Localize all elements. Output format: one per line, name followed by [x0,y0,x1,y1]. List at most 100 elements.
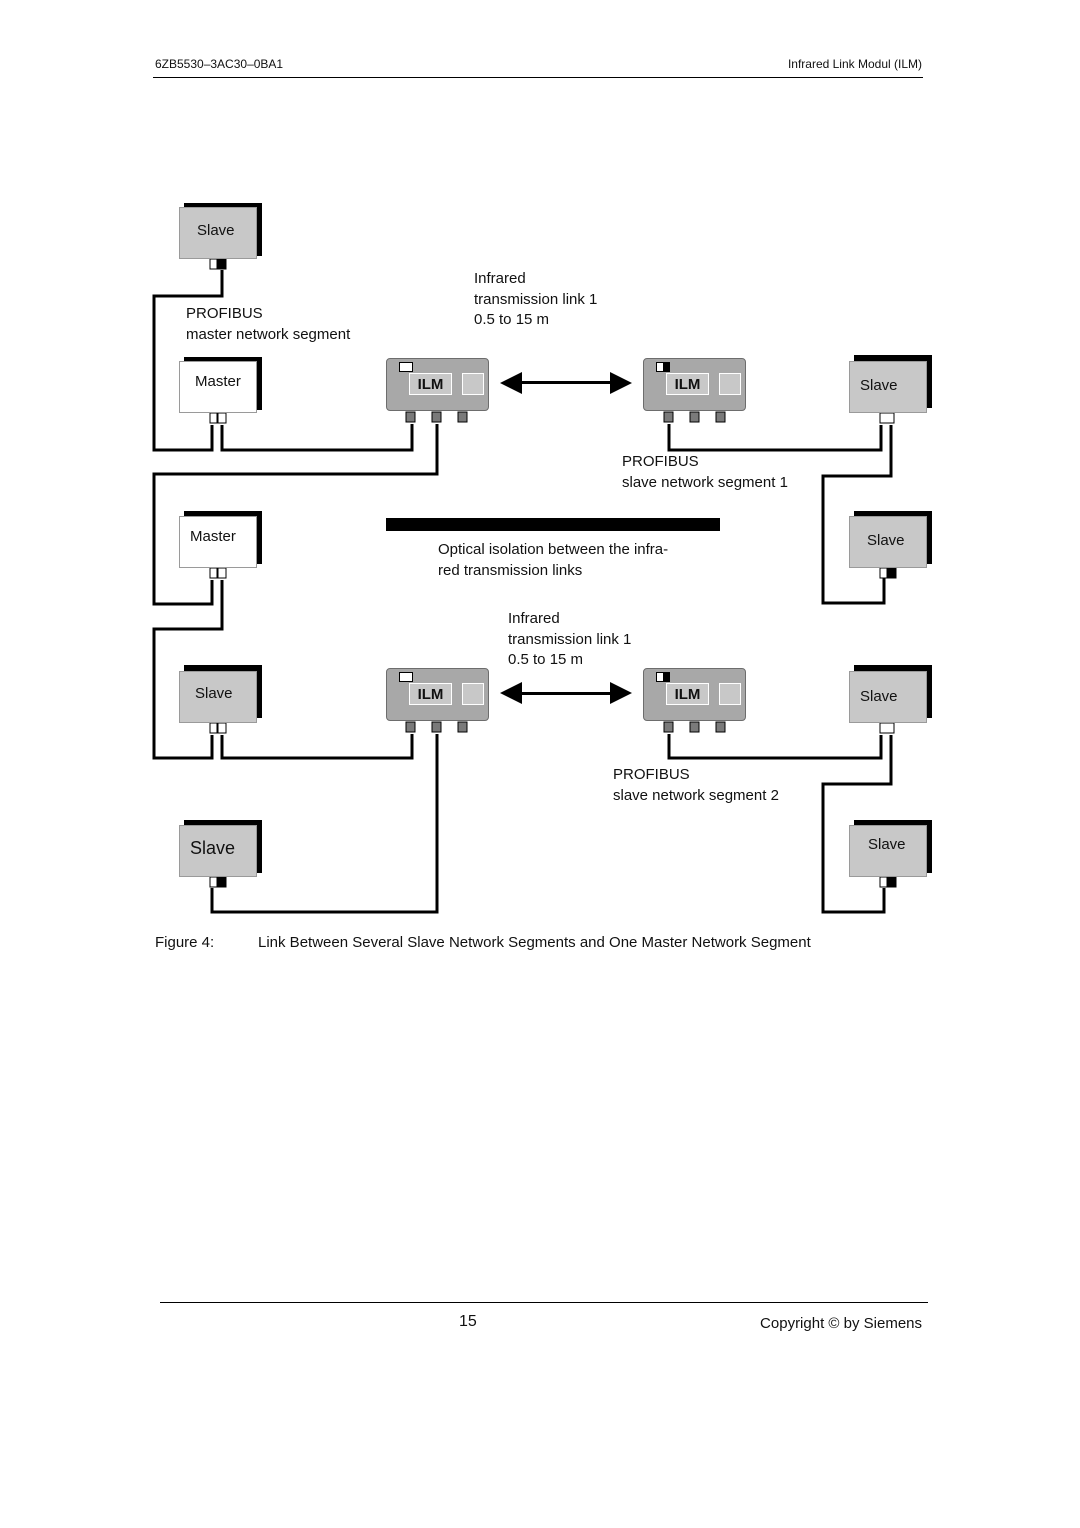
ilm4-port-3 [715,721,726,733]
slave-label: Slave [197,222,235,239]
connector-master2-b [217,567,227,579]
infrared-arrow-bottom [500,682,632,704]
infrared-link-top-line: transmission link 1 [474,290,598,308]
slave-device-3: Slave [179,671,257,723]
document-number: 6ZB5530–3AC30–0BA1 [155,57,284,71]
header-rule [153,77,923,78]
connector-slaveR4-b [887,876,897,888]
ilm2-port-2 [689,411,700,423]
connector-master1-b [217,412,227,424]
ilm3-port-2 [431,721,442,733]
infrared-link-bottom-line: 0.5 to 15 m [508,651,584,668]
connector-master1-a [209,412,218,424]
master-label: Master [195,373,241,390]
slave-device-r1: Slave [849,361,927,413]
figure-number: Figure 4: [155,934,215,951]
connector-slave1-b [217,258,227,270]
wire-ilm3-slave4 [210,734,439,914]
connector-slave4-b [217,876,227,888]
infrared-link-bottom-line: Infrared [508,610,560,627]
optical-isolation-label: Optical isolation between the infra- red… [438,540,668,581]
wire-slaveR3-slaveR4 [821,735,893,914]
connector-slaveR2-a [879,567,888,579]
master-label: Master [190,528,236,545]
slave-segment-2-line: PROFIBUS [613,766,690,783]
infrared-link-top-line: 0.5 to 15 m [474,311,550,328]
page-number: 15 [459,1313,477,1330]
copyright: Copyright © by Siemens [760,1315,922,1332]
connector-slave3-b [217,722,227,734]
infrared-link-bottom-label: Infrared transmission link 1 0.5 to 15 m [508,609,631,671]
slave-label: Slave [860,377,898,394]
footer-rule [160,1302,928,1303]
ilm1-port-3 [457,411,468,423]
ilm-indicator-icon [656,672,670,682]
slave-segment-1-line: slave network segment 1 [622,473,788,491]
document-title: Infrared Link Modul (ILM) [787,57,922,71]
connector-master2-a [209,567,218,579]
ilm-module-3: ILM [386,668,489,721]
slave-label: Slave [190,838,236,858]
connector-slave4-a [209,876,218,888]
connector-slave3-a [209,722,218,734]
ilm-indicator-icon [399,362,413,372]
slave-device-1: Slave [179,207,257,259]
ilm-window-icon [719,683,741,705]
optical-isolation-line: Optical isolation between the infra- [438,541,669,558]
ilm4-port-1 [663,721,674,733]
ilm-label: ILM [674,376,701,393]
wire-master1-ilm [220,424,414,452]
ilm3-port-1 [405,721,416,733]
ilm-badge: ILM [409,373,452,395]
ilm2-port-3 [715,411,726,423]
ilm-window-icon [719,373,741,395]
ilm-module-2: ILM [643,358,746,411]
slave-segment-2-label: PROFIBUS slave network segment 2 [613,765,779,806]
master-device-2: Master [179,516,257,568]
infrared-arrow-top [500,372,632,394]
infrared-link-top-label: Infrared transmission link 1 0.5 to 15 m [474,269,597,331]
wire-slave1-bus [152,270,224,452]
ilm-module-4: ILM [643,668,746,721]
ilm-indicator-icon [399,672,413,682]
optical-isolation-bar [386,518,720,531]
slave-device-r2: Slave [849,516,927,568]
ilm-badge: ILM [409,683,452,705]
wire-slaveR1-slaveR2 [821,425,893,605]
ilm1-port-1 [405,411,416,423]
slave-device-r3: Slave [849,671,927,723]
ilm2-port-1 [663,411,674,423]
ilm4-port-2 [689,721,700,733]
ilm-label: ILM [417,376,444,393]
connector-slaveR4-a [879,876,888,888]
master-segment-label: PROFIBUS master network segment [186,304,350,345]
ilm-indicator-icon [656,362,670,372]
slave-device-4: Slave [179,825,257,877]
connector-slaveR2-b [887,567,897,579]
ilm3-port-3 [457,721,468,733]
optical-isolation-line: red transmission links [438,561,583,579]
master-segment-line: PROFIBUS [186,305,263,322]
connector-slaveR1 [879,412,895,424]
ilm-window-icon [462,683,484,705]
wire-ilm2-slaveR1 [667,424,883,452]
wire-slave3-ilm3 [220,734,414,760]
connector-slave1-a [209,258,218,270]
wire-ilm4-slaveR3 [667,734,883,760]
ilm-badge: ILM [666,683,709,705]
slave-segment-1-line: PROFIBUS [622,453,699,470]
slave-label: Slave [868,836,906,853]
connector-slaveR3 [879,722,895,734]
ilm1-port-2 [431,411,442,423]
slave-label: Slave [867,532,905,549]
slave-segment-2-line: slave network segment 2 [613,786,779,804]
slave-device-r4: Slave [849,825,927,877]
infrared-link-top-line: Infrared [474,270,526,287]
ilm-window-icon [462,373,484,395]
master-segment-line: master network segment [186,325,351,343]
ilm-label: ILM [417,686,444,703]
slave-label: Slave [195,685,233,702]
figure-caption: Link Between Several Slave Network Segme… [258,934,811,951]
slave-segment-1-label: PROFIBUS slave network segment 1 [622,452,788,493]
